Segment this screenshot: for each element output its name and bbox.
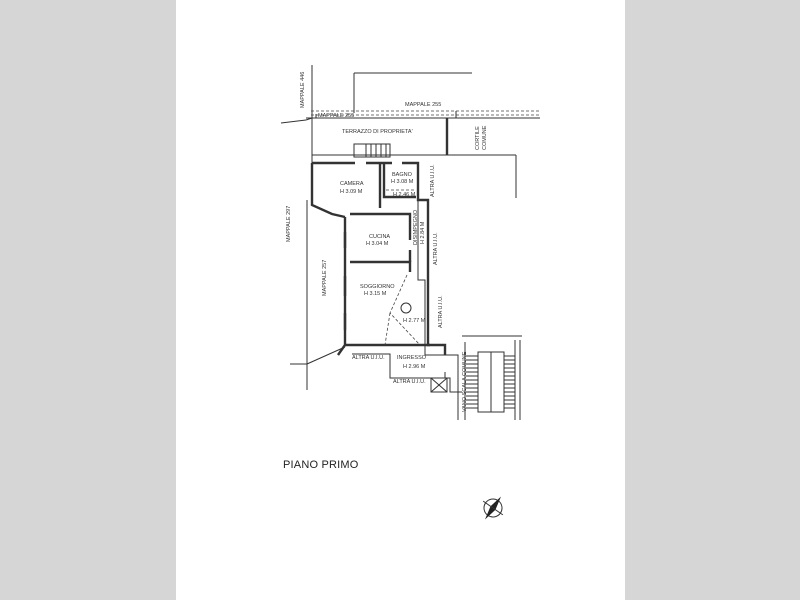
room-camera-name: CAMERA	[340, 181, 364, 187]
door-swing	[384, 274, 421, 346]
common-stair	[462, 335, 522, 420]
label-comune: COMUNE	[482, 125, 488, 150]
room-cucina-name: CUCINA	[369, 234, 390, 240]
drawing-sheet	[176, 0, 625, 600]
room-cucina-height: H 3.04 M	[366, 241, 389, 247]
building-walls	[310, 161, 462, 420]
room-soggiorno-extra: H 2.77 M	[403, 318, 426, 324]
label-vano-scala: VANO SCALA COMUNE	[462, 351, 468, 412]
north-arrow-icon	[482, 496, 504, 520]
room-disimpegno-height: H 2.84 M	[420, 221, 426, 244]
label-mappale-255-strip: MAPPALE 255	[318, 113, 354, 119]
room-ingresso-height: H 2.96 M	[403, 364, 426, 370]
label-terrazzo: TERRAZZO DI PROPRIETA'	[342, 129, 413, 135]
label-altra-uiu: ALTRA U.I.U.	[430, 164, 436, 197]
room-soggiorno-height: H 3.15 M	[364, 291, 387, 297]
label-altra-uiu: ALTRA U.I.U.	[438, 295, 444, 328]
terrace-stair	[353, 143, 391, 158]
label-cortile: CORTILE	[475, 126, 481, 150]
label-mappale-446: MAPPALE 446	[300, 72, 306, 108]
label-altra-uiu: ALTRA U.I.U.	[393, 379, 426, 385]
plan-title: PIANO PRIMO	[283, 459, 359, 471]
label-altra-uiu: ALTRA U.I.U.	[433, 232, 439, 265]
room-bagno-extra: H 2.46 M	[393, 192, 416, 198]
label-mappale-297: MAPPALE 297	[286, 206, 292, 242]
label-mappale-255-top: MAPPALE 255	[405, 102, 441, 108]
label-altra-uiu: ALTRA U.I.U.	[352, 355, 385, 361]
room-soggiorno-name: SOGGIORNO	[360, 284, 395, 290]
label-mappale-257: MAPPALE 257	[322, 260, 328, 296]
room-camera-height: H 3.09 M	[340, 189, 363, 195]
room-disimpegno-name: DISIMPEGNO	[413, 209, 419, 245]
room-ingresso-name: INGRESSO	[397, 355, 427, 361]
room-bagno-name: BAGNO	[392, 172, 413, 178]
room-bagno-height: H 3.08 M	[391, 179, 414, 185]
site-boundaries	[280, 65, 540, 390]
